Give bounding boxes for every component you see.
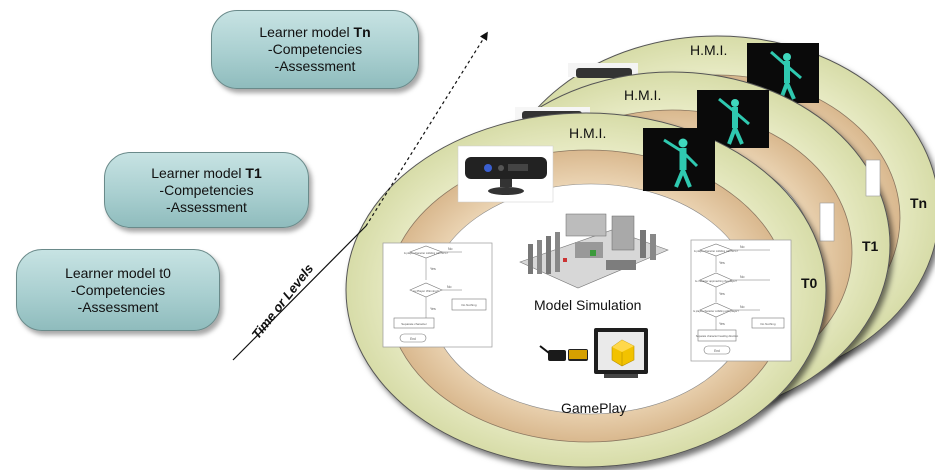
learner-model-t0-box: Learner model t0 -Competencies -Assessme…	[16, 249, 220, 331]
flowchart-right-node-5: Do Nothing	[760, 322, 775, 326]
learner-model-t0-prefix: Learner model	[65, 264, 160, 281]
axis-dashed-arrow	[365, 31, 488, 227]
flowchart-right-node-2: Is character approaching the player?	[695, 279, 738, 283]
model-simulation-label: Model Simulation	[534, 297, 641, 313]
layer-tn-sensor-icon	[576, 68, 632, 78]
flowchart-left-edge-4: Yes	[430, 307, 436, 311]
skeleton-tracking-image	[643, 128, 715, 191]
flowchart-right-edge-1: Yes	[719, 261, 725, 265]
learner-model-tn-title: Learner model Tn	[212, 24, 418, 41]
learner-model-t1-assessment: -Assessment	[166, 198, 247, 215]
learner-model-tn-level: Tn	[353, 24, 371, 40]
flowchart-left-node-5: End	[410, 337, 416, 341]
learner-model-tn-box: Learner model Tn -Competencies -Assessme…	[211, 10, 419, 89]
flowchart-right-edge-6: No	[740, 305, 745, 309]
learner-model-t0-competencies: -Competencies	[70, 281, 166, 298]
axis-label: Time or Levels	[249, 261, 317, 342]
learner-model-tn-prefix: Learner model	[259, 24, 354, 40]
layer-tn-hmi-label: H.M.I.	[690, 42, 727, 58]
flowchart-left-edge-3: No	[447, 285, 452, 289]
flowchart-right-edge-4: No	[740, 275, 745, 279]
axis-solid-line	[232, 225, 367, 361]
learner-model-t1-box: Learner model T1 -Competencies -Assessme…	[104, 152, 309, 228]
learner-model-t0-level: t0	[159, 264, 171, 281]
layer-t1-hmi-label: H.M.I.	[624, 87, 661, 103]
layer-tn-level-label: Tn	[910, 195, 927, 211]
layer-t0-level-label: T0	[801, 275, 818, 291]
layer-t1-skeleton-image	[697, 90, 769, 148]
flowchart-left-node-4: Do Nothing	[461, 303, 476, 307]
flowchart-right-edge-2: No	[740, 245, 745, 249]
layer-tn-card-peek	[865, 159, 881, 197]
learner-model-t1-level: T1	[245, 164, 262, 181]
flowchart-right-node-4: Separate character heading direction	[696, 334, 739, 338]
learner-model-tn-competencies: -Competencies	[267, 41, 363, 57]
layer-t0: H.M.I. T0	[345, 112, 827, 468]
flowchart-left-edge-2: No	[448, 247, 453, 251]
flowchart-right-edge-5: Yes	[719, 322, 725, 326]
learner-model-t1-prefix: Learner model	[151, 164, 246, 181]
model-simulation-image	[519, 213, 669, 289]
learner-model-t0-assessment: -Assessment	[77, 298, 159, 315]
layer-t0-hmi-label: H.M.I.	[569, 125, 606, 141]
flowchart-left-node-1: Is player character colliding with NPC?	[404, 251, 449, 255]
flowchart-right-edge-3: Yes	[719, 292, 725, 296]
flowchart-left: Is player character colliding with NPC? …	[382, 242, 493, 348]
flowchart-right-node-6: End	[714, 349, 720, 353]
learner-model-tn-assessment: -Assessment	[274, 58, 356, 74]
flowchart-left-edge-1: Yes	[430, 267, 436, 271]
flowchart-left-node-2: Is Player Winning?	[413, 289, 438, 293]
flowchart-right-node-3: Is player character colliding with playe…	[693, 309, 740, 313]
learner-model-t1-competencies: -Competencies	[159, 181, 254, 198]
gameplay-label: GamePlay	[561, 400, 626, 416]
flowchart-right: Is player character colliding with NPC? …	[690, 239, 792, 362]
gameplay-image	[539, 322, 650, 394]
flowchart-right-node-1: Is player character colliding with NPC?	[694, 249, 739, 253]
flowchart-left-node-3: Separate character	[401, 322, 427, 326]
layer-t1-card-peek	[819, 202, 835, 242]
learner-model-t0-title: Learner model t0	[17, 265, 219, 282]
layer-t1-level-label: T1	[862, 238, 879, 254]
kinect-sensor-image	[457, 145, 554, 203]
learner-model-t1-title: Learner model T1	[105, 165, 308, 182]
